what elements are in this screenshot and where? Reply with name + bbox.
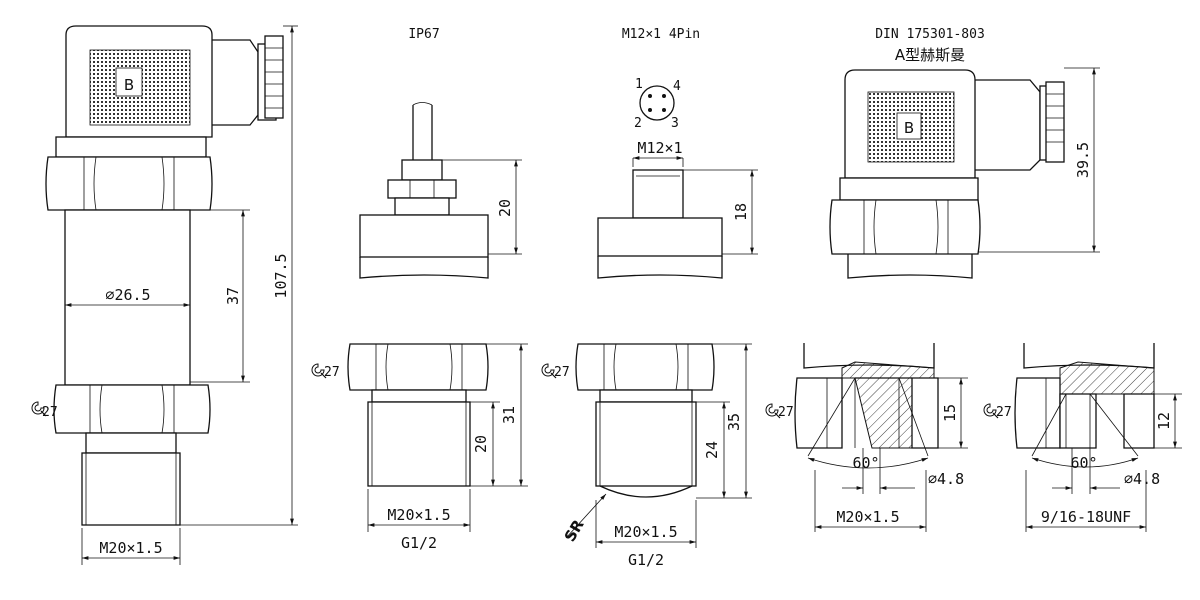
unf-angle-label: 60° bbox=[1070, 454, 1097, 472]
ip67-view: IP67 20 bbox=[359, 27, 522, 279]
m12-pin-3: 3 bbox=[671, 116, 679, 131]
fitting-sr-view: 27 24 35 SR M20×1.5 G1/2 bbox=[541, 343, 752, 569]
m20-bore-label: ⌀4.8 bbox=[928, 470, 964, 488]
fitting-g12-view: 27 20 31 M20×1.5 G1/2 bbox=[311, 343, 528, 552]
unf-bore-label: ⌀4.8 bbox=[1124, 470, 1160, 488]
main-logo-text: B bbox=[124, 76, 134, 94]
ip67-height-dim: 20 bbox=[496, 199, 514, 217]
main-body-dim: 37 bbox=[224, 287, 242, 305]
main-diameter-label: ⌀26.5 bbox=[105, 286, 150, 304]
m20-thread-label: M20×1.5 bbox=[836, 508, 899, 526]
m12-title: M12×1 4Pin bbox=[622, 27, 700, 42]
m12-pin-4: 4 bbox=[673, 79, 681, 94]
g12-pipe-label: G1/2 bbox=[401, 534, 437, 552]
fitting-m20-internal-view: 60° 27 15 ⌀4.8 M20×1.5 bbox=[765, 343, 968, 532]
fitting-unf-internal-view: 60° 27 12 ⌀4.8 9/16-18UNF bbox=[983, 343, 1182, 532]
unf-thread-label: 9/16-18UNF bbox=[1041, 508, 1131, 526]
ip67-title: IP67 bbox=[408, 27, 439, 42]
din-logo-text: B bbox=[904, 119, 914, 137]
din-view: DIN 175301-803 A型赫斯曼 B 39.5 bbox=[829, 27, 1100, 279]
sr-total-dim: 35 bbox=[725, 413, 743, 431]
g12-wrench-label: 27 bbox=[324, 365, 340, 380]
m12-pin-2: 2 bbox=[634, 116, 642, 131]
g12-thread-label: M20×1.5 bbox=[387, 506, 450, 524]
sr-wrench-label: 27 bbox=[554, 365, 570, 380]
m20-depth-dim: 15 bbox=[941, 404, 959, 422]
m20-wrench-label: 27 bbox=[778, 405, 794, 420]
main-total-dim: 107.5 bbox=[272, 253, 290, 298]
main-wrench-label: 27 bbox=[42, 405, 58, 420]
sr-thread-label: M20×1.5 bbox=[614, 523, 677, 541]
din-title: DIN 175301-803 bbox=[875, 27, 985, 42]
sr-pipe-label: G1/2 bbox=[628, 551, 664, 569]
m12-height-dim: 18 bbox=[732, 203, 750, 221]
m12-view: M12×1 4Pin 1 2 3 4 M12×1 18 bbox=[597, 27, 758, 279]
din-subtitle: A型赫斯曼 bbox=[895, 46, 965, 64]
din-height-dim: 39.5 bbox=[1074, 142, 1092, 178]
main-sensor-view: B ⌀26.5 37 107.5 bbox=[31, 25, 298, 565]
sr-thread-length-dim: 24 bbox=[703, 441, 721, 459]
m20-angle-label: 60° bbox=[852, 454, 879, 472]
g12-thread-length-dim: 20 bbox=[472, 435, 490, 453]
m12-thread-label: M12×1 bbox=[637, 139, 682, 157]
g12-total-dim: 31 bbox=[500, 406, 518, 424]
sr-radius-label: SR bbox=[561, 516, 588, 545]
unf-depth-dim: 12 bbox=[1155, 412, 1173, 430]
m12-pin-1: 1 bbox=[635, 77, 643, 92]
unf-wrench-label: 27 bbox=[996, 405, 1012, 420]
main-thread-label: M20×1.5 bbox=[99, 539, 162, 557]
